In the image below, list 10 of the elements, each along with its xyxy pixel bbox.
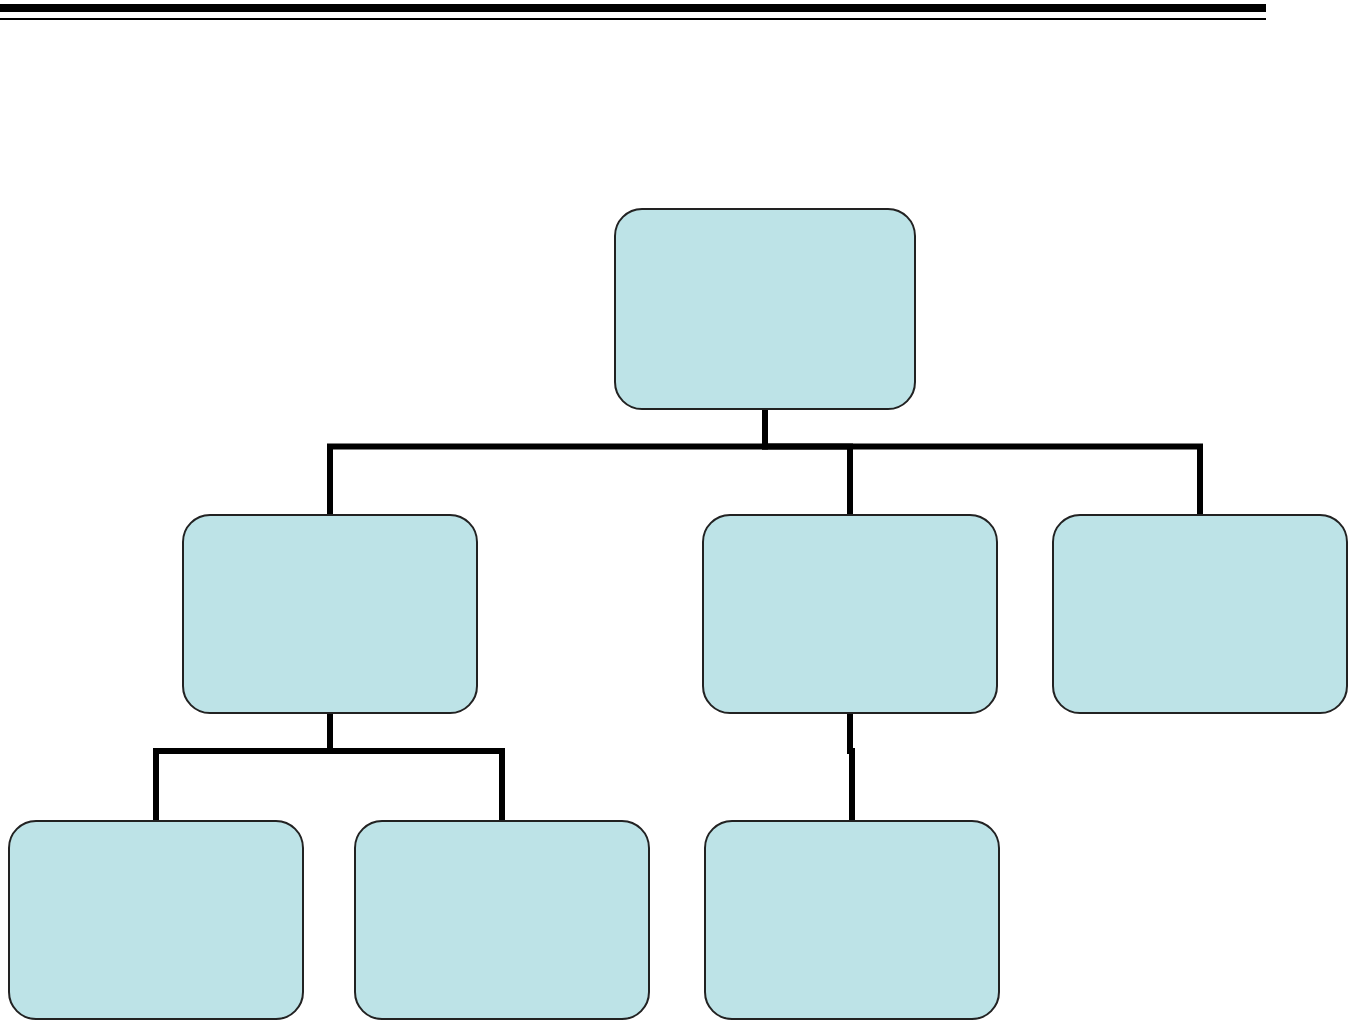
connector-line (762, 410, 1203, 514)
org-box (182, 514, 478, 714)
connector-line (847, 714, 855, 820)
org-box (1052, 514, 1348, 714)
org-box (8, 820, 304, 1020)
org-box (704, 820, 1000, 1020)
connector-line (327, 714, 505, 820)
org-box (614, 208, 916, 410)
org-box (702, 514, 998, 714)
org-box (354, 820, 650, 1020)
